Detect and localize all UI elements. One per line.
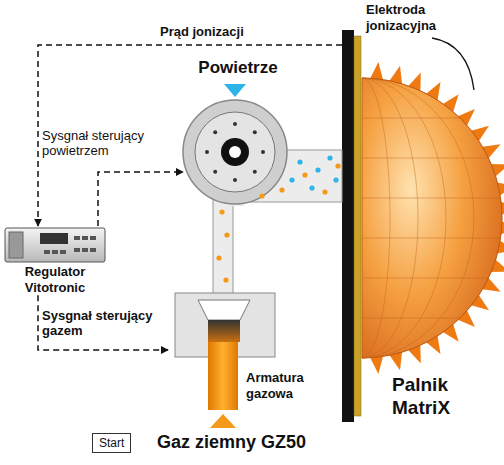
ionization-electrode xyxy=(354,36,361,416)
controller-button xyxy=(52,250,58,254)
start-box: Start xyxy=(92,433,131,453)
mesh-line xyxy=(362,318,460,319)
mesh-line xyxy=(362,118,460,119)
leader-line xyxy=(432,38,474,90)
node-text: Elektroda jonizacyjna xyxy=(366,2,470,33)
fan-hole xyxy=(261,150,265,154)
gas-air-particles xyxy=(215,155,340,314)
controller-button xyxy=(74,248,80,252)
fan-hole xyxy=(233,178,237,182)
particle xyxy=(216,255,221,260)
gas-valve-node: Armatura gazowa xyxy=(168,290,318,402)
signal-label: Prąd jonizacji xyxy=(158,24,272,39)
controller-button xyxy=(82,248,88,252)
node-text: Armatura gazowa xyxy=(246,370,318,401)
particle xyxy=(297,159,302,164)
node-text: Start xyxy=(99,436,124,450)
signal-line xyxy=(98,172,183,226)
particle xyxy=(279,187,284,192)
controller-slot xyxy=(9,232,23,258)
particle xyxy=(223,277,228,282)
particle xyxy=(224,232,229,237)
mesh-line xyxy=(362,198,501,199)
particle xyxy=(335,163,340,168)
valve-funnel xyxy=(198,300,250,320)
gas-pipe xyxy=(213,195,233,295)
controller-button xyxy=(44,250,50,254)
supply-label: Gaz ziemny GZ50 xyxy=(155,432,308,453)
air-arrow xyxy=(224,84,246,97)
mesh-line xyxy=(362,238,501,239)
particle xyxy=(289,177,294,182)
mesh-line xyxy=(362,278,488,279)
electrode-node: Elektroda jonizacyjna xyxy=(352,2,470,48)
mesh-line xyxy=(362,78,390,358)
fan-wheel xyxy=(195,112,275,192)
controller-node: Regulator Vitotronic xyxy=(4,226,106,295)
signal-line xyxy=(38,295,168,350)
gas-inlet-pipe xyxy=(208,342,238,410)
signal-label: Sysgnał sterujący gazem xyxy=(40,308,169,338)
burner-node: Palnik MatriX xyxy=(392,374,492,420)
mesh-line xyxy=(362,78,474,358)
burner-sphere xyxy=(362,78,502,358)
controller-button xyxy=(90,236,96,240)
fan-hub-center xyxy=(229,146,241,158)
particle xyxy=(322,189,327,194)
controller-device xyxy=(5,228,105,262)
fan-hole xyxy=(233,122,237,126)
particle xyxy=(259,193,264,198)
particle xyxy=(315,167,320,172)
node-text: Regulator Vitotronic xyxy=(4,264,106,295)
particle xyxy=(302,172,307,177)
signal-line xyxy=(38,45,352,226)
burner-mesh xyxy=(362,78,502,358)
controller-button xyxy=(60,250,66,254)
controller-button xyxy=(82,236,88,240)
burner-wall xyxy=(342,30,354,422)
mesh-line xyxy=(362,78,502,358)
node-text: Palnik MatriX xyxy=(392,374,492,420)
particle xyxy=(333,177,338,182)
fan-holes xyxy=(205,122,265,182)
controller-button xyxy=(74,236,80,240)
fan-hole xyxy=(213,170,217,174)
fan-hole xyxy=(205,150,209,154)
fan-hub xyxy=(221,138,249,166)
fan-hole xyxy=(253,170,257,174)
signal-label: Sysgnał sterujący powietrzem xyxy=(40,128,179,158)
controller-buttons xyxy=(44,236,96,254)
fan-hole xyxy=(253,130,257,134)
particle xyxy=(309,185,314,190)
controller-button xyxy=(90,248,96,252)
particle xyxy=(219,209,224,214)
valve-seat xyxy=(208,320,240,342)
gas-arrow xyxy=(210,414,236,428)
fan-housing xyxy=(183,100,287,204)
fan-node: Powietrze xyxy=(183,58,293,210)
particle xyxy=(327,155,332,160)
fan-hole xyxy=(213,130,217,134)
node-text: Powietrze xyxy=(183,58,293,78)
mesh-line xyxy=(362,78,418,358)
mesh-line xyxy=(362,158,488,159)
controller-display xyxy=(40,233,68,244)
mesh-line xyxy=(362,78,446,358)
